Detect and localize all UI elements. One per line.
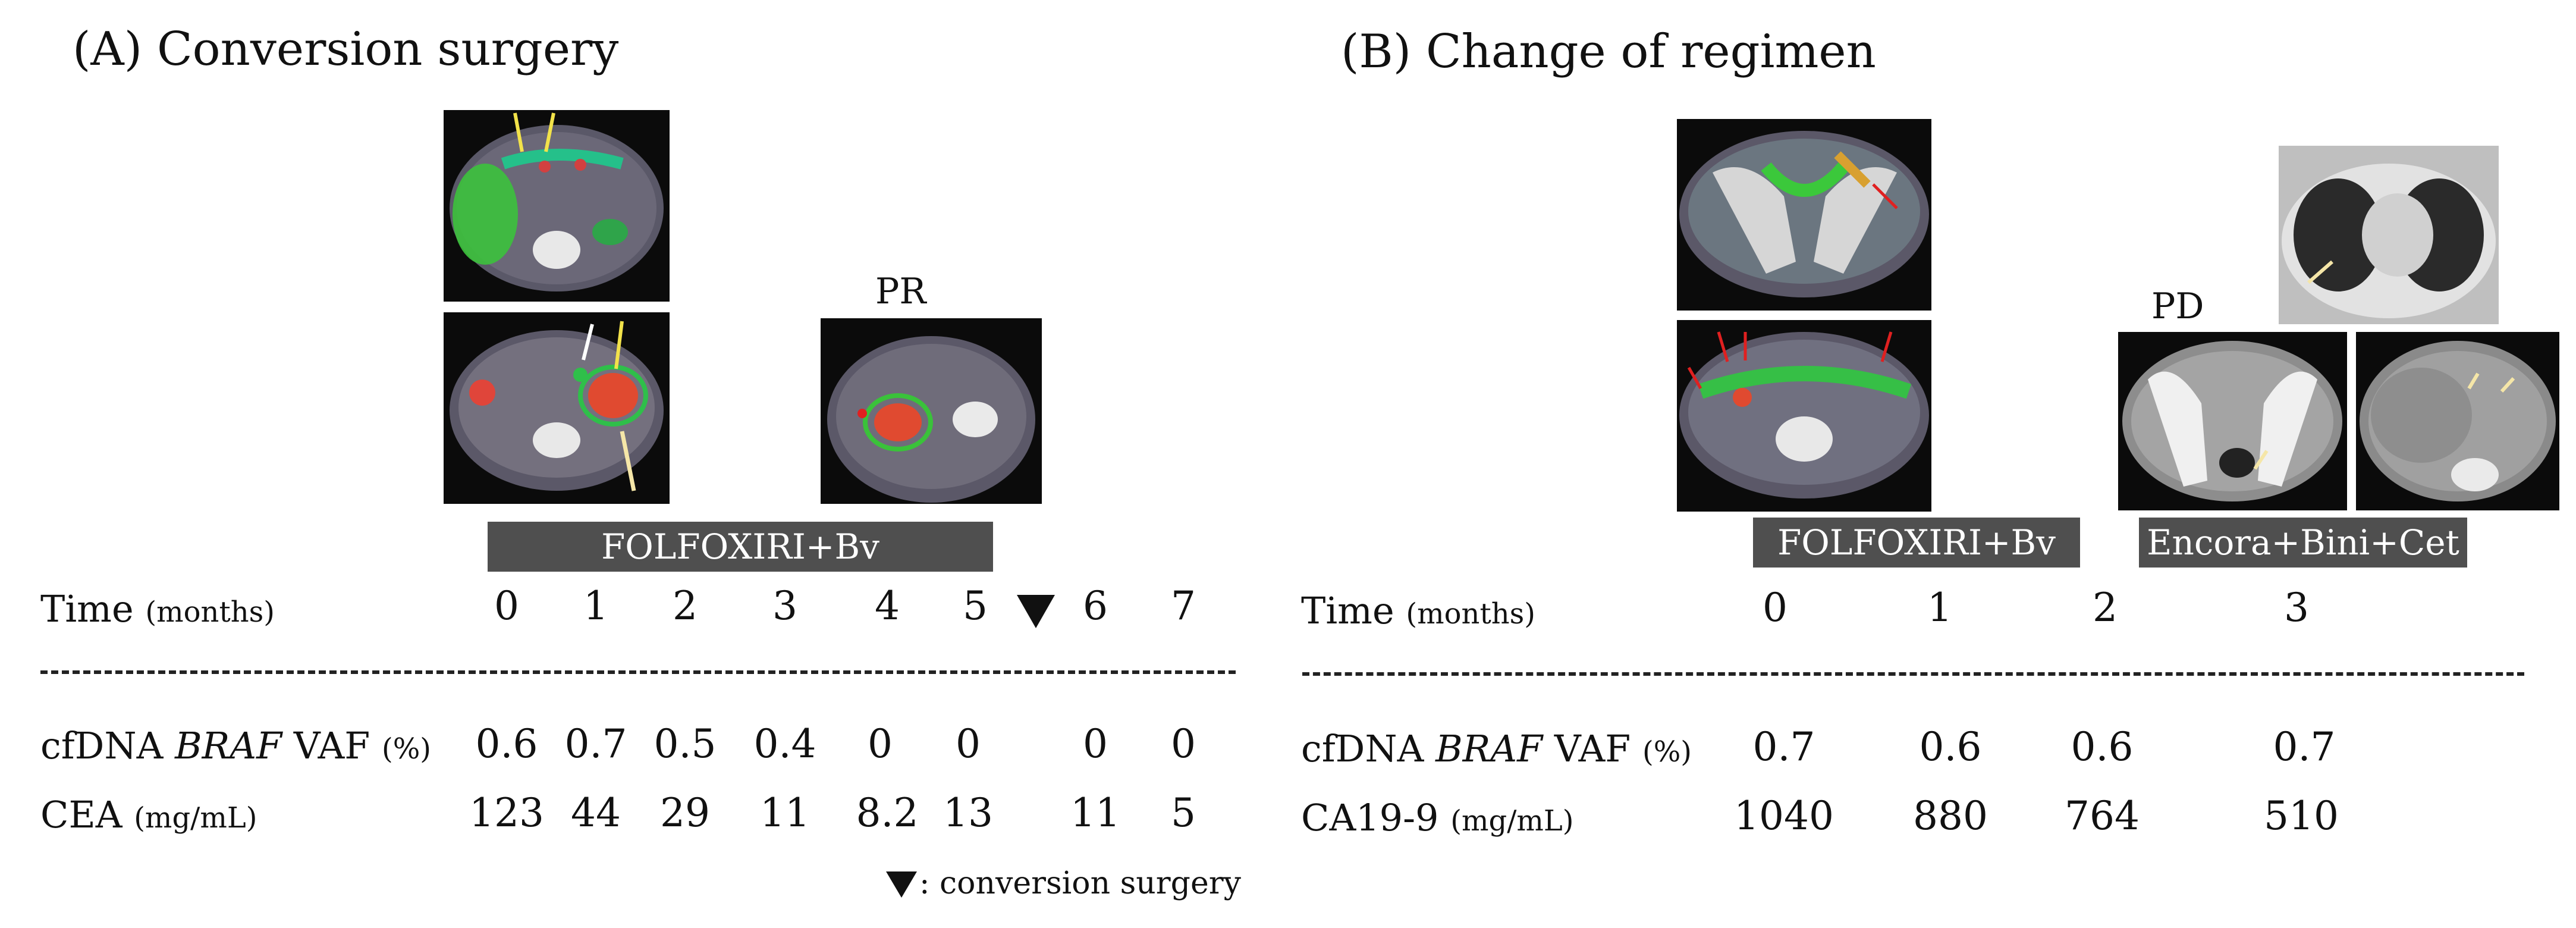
vaf-gene-b: BRAF: [1435, 727, 1543, 770]
ct-scan-b5: [2356, 332, 2559, 510]
vaf-a-6: 0: [1083, 721, 1108, 767]
pd-label: PD: [2151, 286, 2204, 327]
legend-marker: [886, 871, 917, 898]
vaf-label-b: cfDNA BRAF VAF (%): [1301, 727, 1692, 770]
vaf-a-7: 0: [1171, 721, 1196, 767]
vaf-b-1: 0.6: [1919, 724, 1982, 770]
time-label-b: Time (months): [1301, 589, 1535, 632]
ca199-unit: (mg/mL): [1450, 804, 1574, 838]
cea-a-0: 123: [469, 790, 544, 836]
vaf-a-3: 0.4: [753, 721, 816, 767]
month-a-0: 0: [494, 583, 519, 629]
time-label-a: Time (months): [40, 587, 275, 631]
vaf-prefix-b: cfDNA: [1301, 727, 1436, 770]
vaf-a-5: 0: [956, 721, 981, 767]
ct-scan-b2: [1677, 320, 1931, 512]
ct-scan-a2: [444, 312, 670, 504]
vaf-suffix-b: VAF: [1543, 727, 1631, 770]
ct-scan-a3: [821, 318, 1042, 504]
month-a-5: 5: [963, 583, 988, 629]
month-b-3: 3: [2284, 585, 2309, 631]
ca199-label-text: CA19-9: [1301, 796, 1439, 839]
ca199-b-2: 764: [2065, 793, 2140, 839]
ca199-b-3: 510: [2264, 793, 2339, 839]
ca199-label-b: CA19-9 (mg/mL): [1301, 796, 1574, 839]
vaf-a-2: 0.5: [654, 721, 717, 767]
vaf-a-4: 0: [868, 721, 893, 767]
vaf-gene: BRAF: [175, 724, 282, 767]
month-a-1: 1: [583, 583, 608, 629]
month-b-1: 1: [1927, 585, 1952, 631]
vaf-a-1: 0.7: [564, 721, 627, 767]
ca199-b-1: 880: [1913, 793, 1988, 839]
vaf-unit: (%): [381, 732, 432, 766]
cea-unit: (mg/mL): [134, 801, 257, 835]
cea-a-3: 11: [760, 790, 810, 836]
vaf-prefix: cfDNA: [40, 724, 175, 767]
vaf-suffix: VAF: [282, 724, 370, 767]
cea-a-5: 13: [943, 790, 993, 836]
pr-label: PR: [875, 271, 926, 312]
regimen-bar-b1: FOLFOXIRI+Bv: [1753, 518, 2080, 568]
cea-label-a: CEA (mg/mL): [40, 793, 257, 836]
ct-scan-b1: [1677, 119, 1931, 311]
time-unit-b: (months): [1406, 597, 1536, 631]
cea-a-6: 11: [1070, 790, 1120, 836]
vaf-unit-b: (%): [1642, 735, 1692, 769]
month-b-2: 2: [2093, 585, 2118, 631]
month-a-3: 3: [772, 583, 797, 629]
ct-scan-b4: [2118, 332, 2347, 510]
panel-b-title: (B) Change of regimen: [1341, 25, 1876, 79]
time-unit: (months): [145, 595, 275, 629]
vaf-b-2: 0.6: [2071, 724, 2134, 770]
surgery-marker: [1017, 595, 1055, 628]
cea-a-4: 8.2: [856, 790, 919, 836]
legend-text: : conversion surgery: [919, 866, 1241, 901]
vaf-b-0: 0.7: [1752, 724, 1815, 770]
panel-a-title: (A) Conversion surgery: [73, 23, 619, 76]
vaf-label-a: cfDNA BRAF VAF (%): [40, 724, 431, 767]
divider-b: [1302, 672, 2524, 676]
divider-a: [40, 670, 1236, 674]
ct-scan-a1: [444, 110, 670, 302]
ct-scan-b3: [2279, 146, 2499, 324]
month-b-0: 0: [1763, 585, 1788, 631]
month-a-6: 6: [1083, 583, 1108, 629]
time-label-text-b: Time: [1301, 589, 1394, 632]
cea-label-text: CEA: [40, 793, 122, 836]
ca199-b-0: 1040: [1734, 793, 1834, 839]
month-a-7: 7: [1171, 583, 1196, 629]
cea-a-7: 5: [1171, 790, 1196, 836]
regimen-bar-b2: Encora+Bini+Cet: [2139, 518, 2467, 568]
vaf-b-3: 0.7: [2273, 724, 2336, 770]
vaf-a-0: 0.6: [475, 721, 538, 767]
time-label-text: Time: [40, 587, 134, 631]
cea-a-1: 44: [571, 790, 621, 836]
month-a-4: 4: [875, 583, 900, 629]
regimen-bar-a: FOLFOXIRI+Bv: [488, 522, 993, 572]
cea-a-2: 29: [660, 790, 710, 836]
month-a-2: 2: [673, 583, 698, 629]
